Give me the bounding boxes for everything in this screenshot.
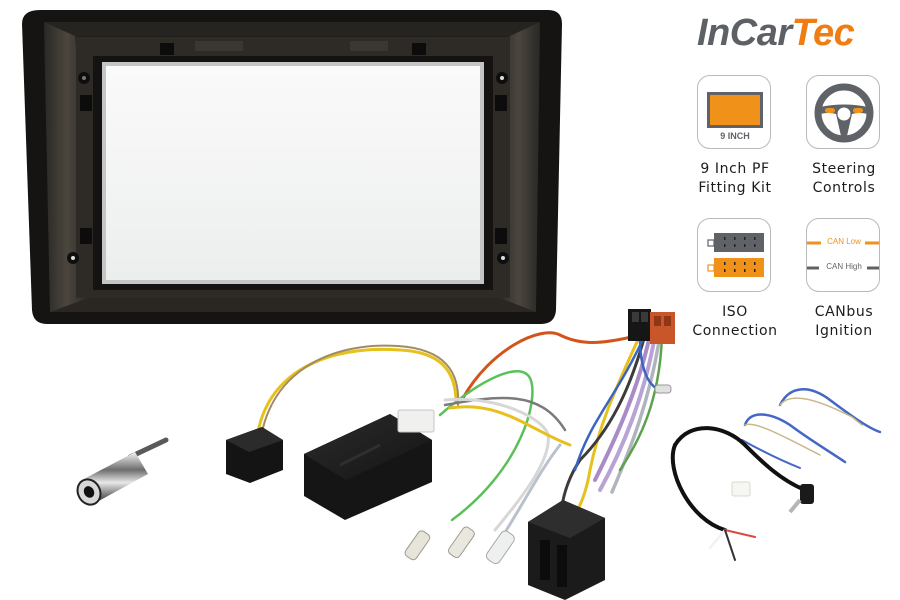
iso-connector-top — [628, 309, 675, 344]
canbus-lines-icon — [807, 241, 879, 270]
feature-card-canbus: CAN Low CAN High — [806, 218, 880, 292]
brand-name-part2: Tec — [791, 12, 855, 54]
feature-label-steering: Steering Controls — [789, 160, 899, 198]
feature-card-fitting-kit: 9 INCH — [697, 75, 771, 149]
small-connector-block — [226, 427, 283, 483]
feature-label-line1: ISO — [722, 304, 748, 320]
iso-connector-icon — [707, 233, 764, 277]
feature-label-line2: Fitting Kit — [698, 180, 772, 196]
feature-label-line2: Connection — [692, 323, 778, 339]
feature-card-steering — [806, 75, 880, 149]
wire-terminals — [404, 384, 672, 565]
feature-label-iso: ISO Connection — [680, 303, 790, 341]
jack-plug — [788, 484, 814, 514]
feature-label-canbus: CANbus Ignition — [789, 303, 899, 341]
feature-label-line2: Controls — [812, 180, 876, 196]
iso-connector-bottom — [528, 500, 605, 600]
accessory-cables — [670, 388, 882, 561]
fascia-frame — [22, 10, 562, 324]
small-white-connector — [731, 481, 751, 497]
steering-wheel-icon — [814, 83, 874, 143]
antenna-adapter — [76, 437, 169, 506]
feature-label-line1: 9 Inch PF — [700, 161, 770, 177]
feature-label-line2: Ignition — [815, 323, 873, 339]
brand-logo: InCarTec — [697, 8, 855, 58]
wiring-harness — [256, 331, 664, 542]
screen-9inch-icon — [707, 92, 763, 128]
feature-icon-caption: 9 INCH — [720, 131, 750, 141]
can-low-label: CAN Low — [827, 237, 861, 246]
feature-label-fitting-kit: 9 Inch PF Fitting Kit — [680, 160, 790, 198]
brand-name-part1: InCar — [697, 12, 792, 54]
feature-label-line1: Steering — [812, 161, 876, 177]
steering-interface-box — [304, 409, 435, 520]
feature-label-line1: CANbus — [814, 304, 874, 320]
feature-card-iso — [697, 218, 771, 292]
can-high-label: CAN High — [826, 262, 862, 271]
